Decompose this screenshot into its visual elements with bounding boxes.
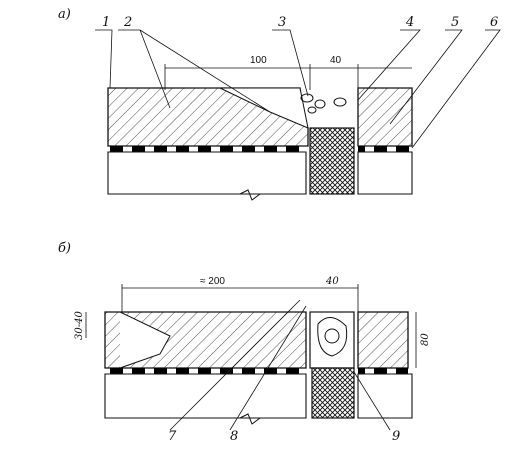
callout-6: 6 [490, 15, 498, 30]
callout-8: 8 [230, 429, 238, 444]
base-slab-b [104, 373, 413, 419]
dim-concrete-b: ≈ 200 [200, 276, 225, 287]
concrete-right-b [357, 311, 409, 369]
base-slab [107, 151, 413, 195]
dim-joint-a: 40 [330, 55, 342, 66]
figure-b-tag: б) [58, 241, 71, 256]
callout-7: 7 [168, 429, 177, 444]
waterproofing-b-right [358, 368, 408, 374]
waterproofing-strip-right [358, 146, 412, 152]
callout-3: 3 [278, 15, 286, 30]
figure-b: б) ≈ 200 40 30-40 80 [58, 241, 431, 444]
break-mark-a [239, 189, 261, 201]
callout-2: 2 [123, 15, 132, 30]
sealant-loop [317, 317, 348, 357]
callout-lines-a [95, 29, 501, 149]
dim-thickness-b: 80 [420, 333, 431, 346]
joint-filler-b [311, 367, 355, 419]
dim-joint-b: 40 [325, 276, 339, 287]
callout-5: 5 [451, 15, 459, 30]
joint-b [309, 311, 355, 369]
concrete-right [357, 87, 413, 147]
break-mark-b [239, 413, 261, 425]
figure-a-tag: а) [58, 7, 71, 22]
callout-1: 1 [102, 15, 110, 30]
figure-a: а) 100 40 [58, 7, 501, 201]
sealant-core [324, 328, 340, 344]
recess-b [119, 311, 171, 369]
joint-filler [309, 127, 355, 195]
dim-concrete-a: 100 [250, 55, 267, 66]
waterproofing-b-left [105, 368, 306, 374]
dim-recess-b: 30-40 [74, 311, 85, 340]
callout-9: 9 [392, 429, 400, 444]
callout-lines-b [169, 299, 391, 431]
aggregate-stones [300, 93, 347, 114]
callout-4: 4 [405, 15, 414, 30]
waterproofing-strip-left [108, 146, 306, 152]
